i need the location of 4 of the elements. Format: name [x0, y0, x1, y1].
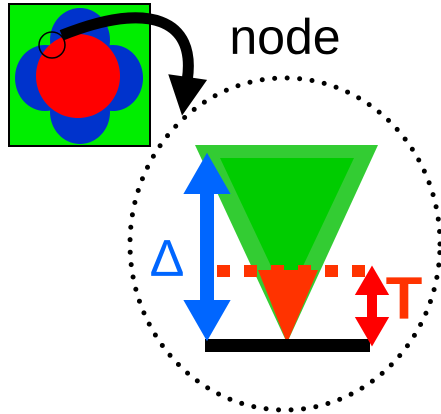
- symbol-label: T: [386, 277, 422, 319]
- node-heading: node: [232, 18, 338, 54]
- symbol-label: Δ: [151, 240, 183, 276]
- circle-marker: [38, 31, 66, 59]
